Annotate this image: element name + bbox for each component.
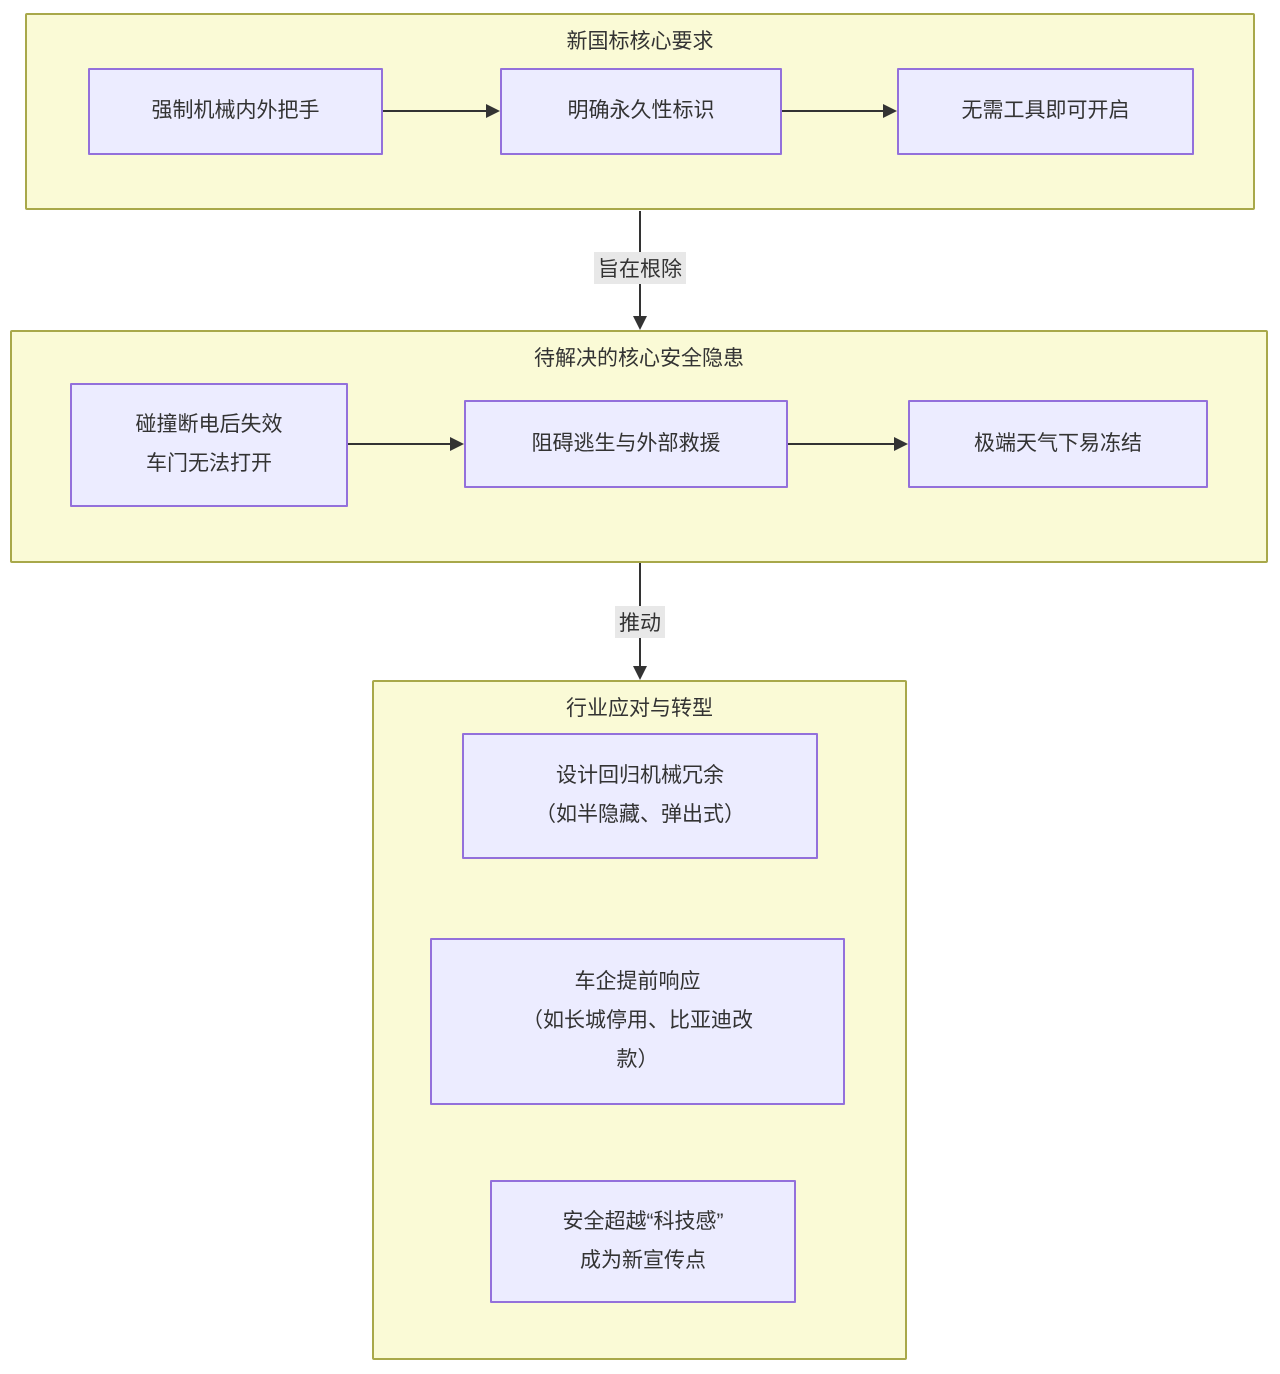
arrowhead-down-icon (633, 666, 647, 680)
arrow-line (383, 110, 487, 112)
edge-label-aims-to-eradicate: 旨在根除 (594, 252, 686, 284)
node-mechanical-handles: 强制机械内外把手 (88, 68, 383, 155)
node-automaker-early-response: 车企提前响应 （如长城停用、比亚迪改 款） (430, 938, 845, 1105)
arrowhead-right-icon (894, 437, 908, 451)
edge-label-promote: 推动 (615, 606, 665, 638)
arrow-line (788, 443, 895, 445)
cluster-title: 待解决的核心安全隐患 (534, 347, 744, 370)
arrowhead-right-icon (883, 104, 897, 118)
node-power-failure-doors: 碰撞断电后失效 车门无法打开 (70, 383, 348, 507)
arrow-line (782, 110, 883, 112)
cluster-title: 行业应对与转型 (566, 697, 713, 720)
node-permanent-marking: 明确永久性标识 (500, 68, 782, 155)
node-mechanical-redundancy-design: 设计回归机械冗余 （如半隐藏、弹出式） (462, 733, 818, 859)
cluster-title: 新国标核心要求 (566, 30, 714, 53)
node-escape-rescue-obstruction: 阻碍逃生与外部救援 (464, 400, 788, 488)
arrowhead-down-icon (633, 316, 647, 330)
arrow-line (348, 443, 451, 445)
node-safety-over-tech-appeal: 安全超越“科技感” 成为新宣传点 (490, 1180, 796, 1303)
arrowhead-right-icon (486, 104, 500, 118)
arrowhead-right-icon (450, 437, 464, 451)
node-freeze-extreme-weather: 极端天气下易冻结 (908, 400, 1208, 488)
node-no-tools-needed: 无需工具即可开启 (897, 68, 1194, 155)
